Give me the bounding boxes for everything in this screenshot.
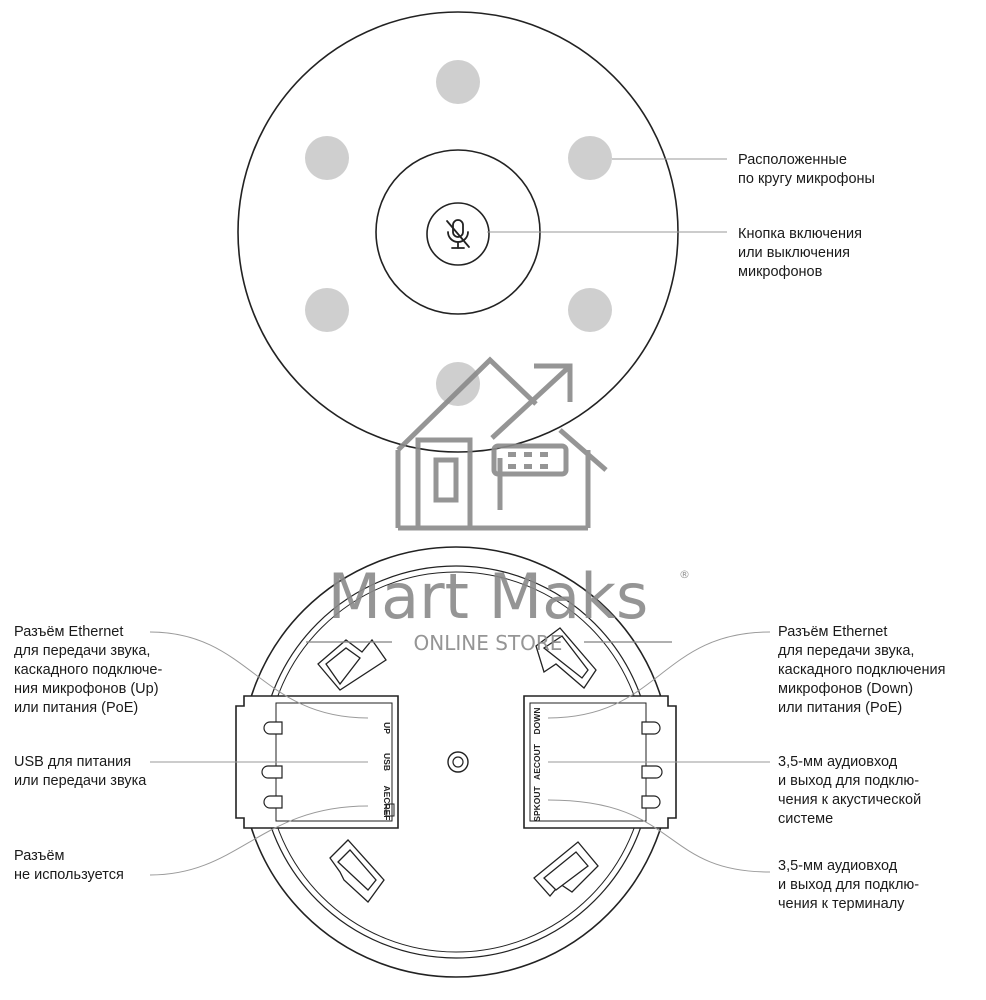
- callout-spk-out: 3,5-мм аудиовход и выход для подклю- чен…: [778, 858, 920, 912]
- mounting-clip: [533, 841, 599, 897]
- callout-unused: Разъём не используется: [14, 848, 124, 883]
- mounting-clip: [329, 839, 385, 903]
- microphone-dot: [436, 362, 480, 406]
- top-view: [237, 11, 727, 453]
- spk-out-port: [641, 795, 661, 809]
- watermark-dots: [508, 452, 548, 469]
- callout-eth-down: Разъём Ethernet для передачи звука, каск…: [778, 624, 946, 716]
- eth-up-port: [263, 721, 283, 735]
- mounting-clip: [317, 638, 387, 691]
- microphone-dot: [568, 288, 612, 332]
- microphone-dot: [305, 136, 349, 180]
- watermark-registered: ®: [679, 568, 690, 581]
- aecref-port: [263, 795, 283, 809]
- watermark-logo: Mart Maks ® ONLINE STORE: [306, 356, 690, 655]
- callout-eth-up: Разъём Ethernet для передачи звука, каск…: [14, 624, 163, 716]
- eth-down-port: [641, 721, 661, 735]
- aec-out-port: [641, 765, 663, 779]
- leader-lines: [149, 631, 771, 876]
- house-logo-icon: [395, 356, 608, 531]
- port-label-usb: USB: [382, 753, 392, 771]
- callout-mute-button: Кнопка включения или выключения микрофон…: [738, 226, 862, 280]
- port-label-aecref: AECREF: [382, 786, 392, 821]
- port-label-aecout: AECOUT: [532, 743, 542, 780]
- bottom-view: UP USB AECREF DOWN AECOUT SPKOUT: [149, 546, 771, 978]
- port-label-down: DOWN: [532, 708, 542, 735]
- center-screw: [447, 751, 469, 773]
- mounting-clip: [535, 627, 597, 689]
- watermark-tagline: ONLINE STORE: [414, 631, 563, 655]
- watermark-brand: Mart Maks: [328, 560, 649, 633]
- port-label-up: UP: [382, 722, 392, 734]
- usb-port: [261, 765, 283, 779]
- callout-microphones: Расположенные по кругу микрофоны: [738, 152, 875, 187]
- mute-button[interactable]: [426, 202, 490, 266]
- microphone-dot: [436, 60, 480, 104]
- microphone-muted-icon: [446, 219, 470, 249]
- port-label-spkout: SPKOUT: [532, 785, 542, 821]
- microphone-dot: [305, 288, 349, 332]
- callout-aec-out: 3,5-мм аудиовход и выход для подклю- чен…: [778, 754, 922, 827]
- callout-usb: USB для питания или передачи звука: [14, 754, 147, 789]
- microphone-dot: [568, 136, 612, 180]
